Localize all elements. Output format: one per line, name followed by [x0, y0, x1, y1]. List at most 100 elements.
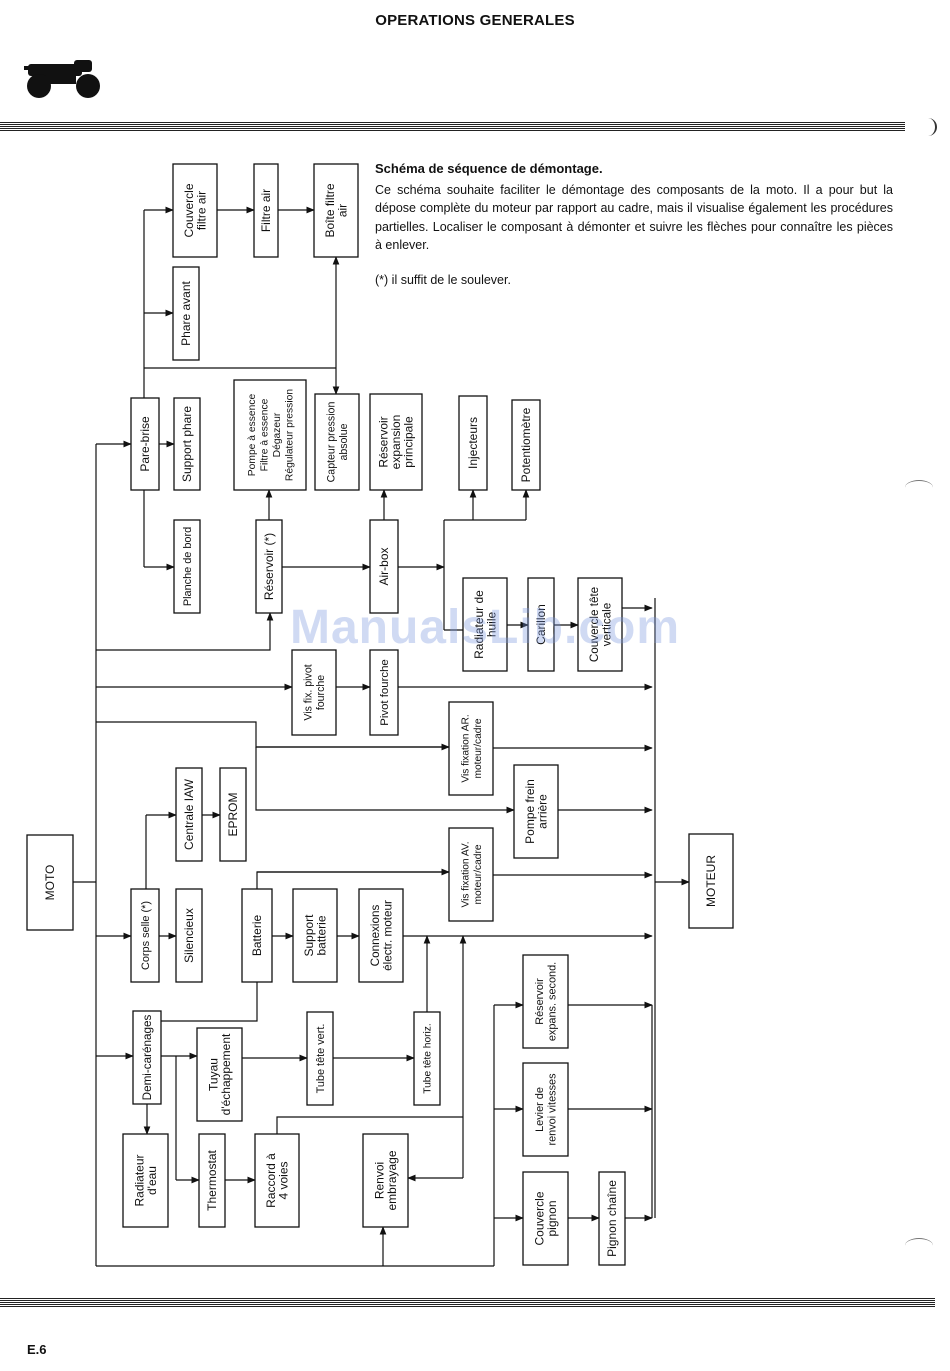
diagram-node-label: Thermostat — [205, 1149, 219, 1210]
diagram-node-phare-avant: Phare avant — [172, 266, 200, 361]
diagram-node-label: MOTO — [43, 865, 57, 901]
diagram-node-moteur: MOTEUR — [688, 833, 734, 929]
diagram-node-label: Pignon chaîne — [605, 1180, 619, 1257]
diagram-node-eprom: EPROM — [219, 767, 247, 862]
diagram-node-couvercle-pignon: Couverclepignon — [522, 1171, 569, 1266]
diagram-node-label: Raccord à4 voies — [264, 1153, 291, 1208]
diagram-node-label: Réservoirexpansionprincipale — [377, 415, 416, 470]
diagram-node-raccord: Raccord à4 voies — [254, 1133, 300, 1228]
diagram-node-label: Couverclepignon — [532, 1191, 559, 1245]
diagram-node-label: Radiateur dehuile — [472, 590, 499, 659]
diagram-node-label: EPROM — [226, 792, 240, 836]
page-number: E.6 — [27, 1342, 47, 1357]
diagram-node-thermostat: Thermostat — [198, 1133, 226, 1228]
diagram-node-planche-bord: Planche de bord — [173, 519, 201, 614]
diagram-node-label: Levier derenvoi vitesses — [534, 1073, 559, 1146]
diagram-node-silencieux: Silencieux — [175, 888, 203, 983]
watermark: ManualsLib.com — [289, 601, 681, 654]
diagram-node-pivot-fourche: Pivot fourche — [369, 649, 399, 736]
diagram-node-connexions: Connexionsélectr. moteur — [358, 888, 404, 983]
header-rule-cap — [905, 118, 937, 136]
diagram-node-radiateur-eau: Radiateurd'eau — [122, 1133, 169, 1228]
diagram-node-label: Boîte filtreair — [323, 183, 350, 237]
diagram-node-radiateur-huile: Radiateur dehuile — [462, 577, 508, 672]
flow-line — [256, 871, 449, 889]
diagram-node-label: Couverclefiltre air — [182, 183, 209, 237]
diagram-node-label: Phare avant — [179, 280, 193, 345]
diagram-node-label: Vis fixation AR.moteur/cadre — [460, 714, 484, 782]
footer-rule — [0, 1298, 935, 1308]
diagram-node-levier-renvoi: Levier derenvoi vitesses — [522, 1062, 569, 1157]
diagram-node-support-batterie: Supportbatterie — [292, 888, 338, 983]
diagram-node-label: Vis fixation AV.moteur/cadre — [460, 841, 484, 907]
motorcycle-icon — [24, 60, 100, 98]
diagram-node-filtre-air: Filtre air — [253, 163, 279, 258]
diagram-node-label: Pivot fourche — [379, 659, 391, 725]
diagram-node-renvoi-embrayage: Renvoiembrayage — [362, 1133, 409, 1228]
diagram-node-label: Batterie — [250, 914, 264, 956]
diagram-node-couvercle-tete: Couvercle têteverticale — [577, 577, 623, 672]
diagram-node-reservoir-expansion: Réservoirexpansionprincipale — [369, 393, 423, 491]
flow-arrow — [96, 612, 274, 651]
diagram-node-demi-carenages: Demi-carénages — [132, 1010, 162, 1105]
diagram-node-label: Capteur pressionabsolue — [326, 402, 351, 483]
diagram-node-label: Silencieux — [182, 908, 196, 963]
diagram-node-label: Planche de bord — [182, 527, 194, 606]
diagram-node-label: Supportbatterie — [302, 914, 329, 957]
diagram-node-injecteurs: Injecteurs — [458, 395, 488, 491]
diagram-node-label: Potentiomètre — [519, 407, 533, 482]
diagram-node-vis-av: Vis fixation AV.moteur/cadre — [448, 827, 494, 922]
diagram-node-tuyau: Tuyaud'échappement — [196, 1027, 243, 1122]
margin-mark — [905, 1238, 933, 1253]
diagram-node-label: Filtre air — [259, 189, 273, 232]
diagram-node-label: Réservoirexpans. second. — [534, 962, 559, 1041]
diagram-node-vis-pivot: Vis fix. pivotfourche — [291, 649, 337, 736]
diagram-node-label: Demi-carénages — [141, 1014, 154, 1100]
diagram-node-tube-horiz: Tube tête horiz. — [413, 1011, 441, 1106]
diagram-node-vis-ar: Vis fixation AR.moteur/cadre — [448, 701, 494, 796]
diagram-node-label: Air-box — [377, 547, 391, 585]
diagram-node-label: Tube tête horiz. — [423, 1023, 434, 1093]
diagram-node-label: Réservoir (*) — [262, 533, 276, 600]
diagram-node-label: Vis fix. pivotfourche — [303, 664, 328, 720]
intro-block: Schéma de séquence de démontage. Ce sché… — [375, 160, 893, 289]
diagram-node-pompe-frein: Pompe freinarrière — [513, 764, 559, 859]
diagram-node-reservoir-second: Réservoirexpans. second. — [522, 954, 569, 1049]
diagram-node-label: Pare-brise — [138, 416, 152, 472]
diagram-node-label: Carillon — [534, 604, 548, 645]
diagram-node-label: MOTEUR — [704, 855, 718, 907]
diagram-node-pignon-chaine: Pignon chaîne — [598, 1171, 626, 1266]
margin-mark — [905, 480, 933, 495]
diagram-node-reservoir: Réservoir (*) — [255, 519, 283, 614]
diagram-node-label: Radiateurd'eau — [132, 1154, 159, 1206]
diagram-node-batterie: Batterie — [241, 888, 273, 983]
diagram-node-airbox: Air-box — [369, 519, 399, 614]
diagram-node-label: Tuyaud'échappement — [206, 1033, 233, 1115]
diagram-node-potentiometre: Potentiomètre — [511, 399, 541, 491]
diagram-node-label: Support phare — [180, 406, 194, 482]
diagram-node-centrale-iaw: Centrale IAW — [175, 767, 203, 862]
diagram-node-carillon: Carillon — [527, 577, 555, 672]
diagram-node-label: Tube tête vert. — [315, 1024, 327, 1094]
intro-note: (*) il suffit de le soulever. — [375, 272, 511, 287]
diagram-node-label: Corps selle (*) — [140, 901, 152, 970]
diagram-node-label: Couvercle têteverticale — [588, 587, 614, 662]
diagram-node-corps-selle: Corps selle (*) — [130, 888, 160, 983]
diagram-node-pare-brise: Pare-brise — [130, 397, 160, 491]
diagram-node-label: Renvoiembrayage — [372, 1150, 399, 1210]
flow-arrow — [255, 747, 515, 814]
header-rule — [0, 122, 935, 132]
intro-title: Schéma de séquence de démontage. — [375, 161, 603, 176]
page-header-title: OPERATIONS GENERALES — [375, 12, 575, 29]
intro-body: Ce schéma souhaite faciliter le démontag… — [375, 182, 893, 253]
flow-line — [161, 982, 258, 1022]
diagram-node-boite-filtre: Boîte filtreair — [313, 163, 359, 258]
diagram-node-label: Injecteurs — [466, 417, 480, 469]
flow-line — [276, 1116, 463, 1134]
diagram-node-tube-vert: Tube tête vert. — [306, 1011, 334, 1106]
diagram-node-label: Centrale IAW — [182, 778, 196, 850]
diagram-node-capteur-pression: Capteur pressionabsolue — [314, 393, 360, 491]
